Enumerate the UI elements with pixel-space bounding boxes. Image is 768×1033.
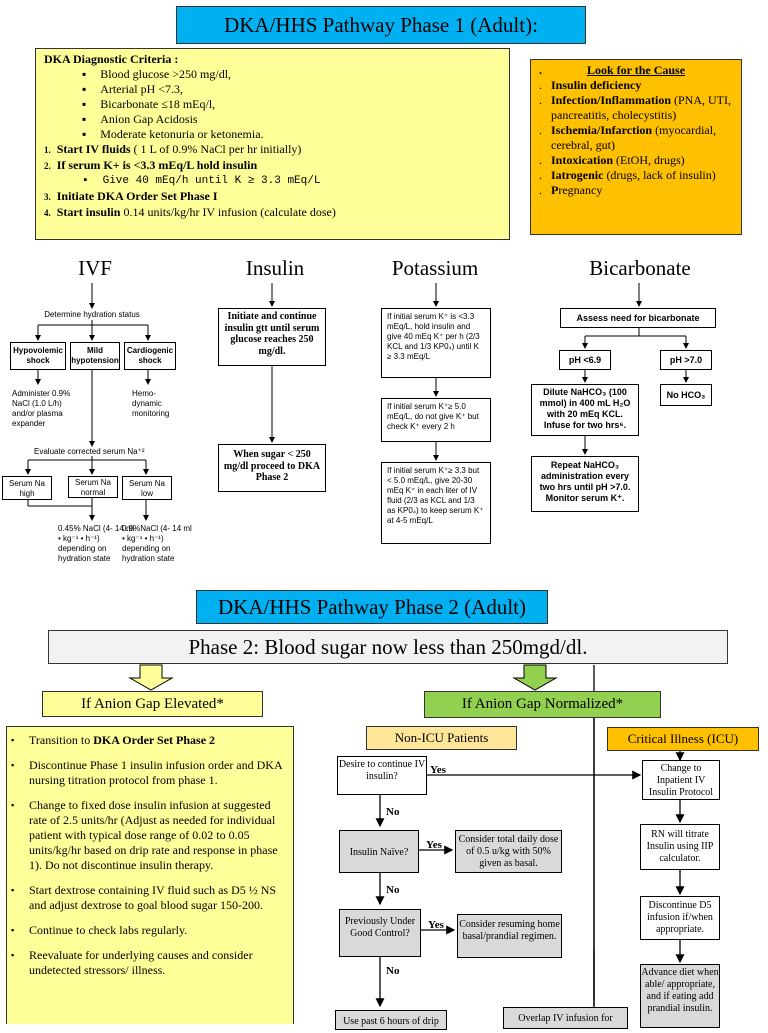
change-inpatient-box: Change to Inpatient IV Insulin Protocol — [642, 760, 720, 800]
cause-item: Infection/Inflammation (PNA, UTI, pancre… — [539, 93, 733, 123]
yes-label: Yes — [430, 764, 446, 776]
use-past-drip-box: Use past 6 hours of drip — [335, 1010, 447, 1030]
phase1-title: DKA/HHS Pathway Phase 1 (Adult): — [176, 6, 586, 44]
insulin-naive-box: Insulin Naïve? — [339, 830, 419, 873]
desire-iv-insulin-box: Desire to continue IV insulin? — [337, 756, 427, 795]
cause-title: Look for the Cause — [539, 63, 733, 78]
advance-diet-box: Advance diet when able/ appropriate, and… — [640, 964, 720, 1028]
insulin-header: Insulin — [245, 256, 305, 280]
serum-na-normal-box: Serum Na normal — [68, 476, 118, 498]
no-label: No — [386, 884, 400, 896]
elevated-actions-box: Transition to DKA Order Set Phase 2 Disc… — [6, 726, 294, 1024]
criteria-item: ▪Arterial pH <7.3, — [82, 82, 184, 96]
mild-hypotension-box: Mild hypotension — [70, 342, 120, 370]
cardiogenic-shock-box: Cardiogenic shock — [124, 342, 176, 370]
diagnostic-criteria-box: DKA Diagnostic Criteria : ▪Blood glucose… — [35, 48, 510, 240]
yes-label: Yes — [428, 919, 444, 931]
elevated-item: Transition to DKA Order Set Phase 2 — [7, 733, 285, 748]
cause-box: Look for the Cause Insulin deficiency In… — [530, 59, 742, 235]
icu-label: Critical Illness (ICU) — [607, 727, 759, 751]
anion-gap-normalized-label: If Anion Gap Normalized* — [424, 691, 661, 718]
hemodynamic-text: Hemo- dynamic monitoring — [132, 389, 170, 418]
criteria-list: ▪Blood glucose >250 mg/dl, ▪Arterial pH … — [44, 67, 501, 142]
potassium-header: Potassium — [391, 256, 479, 280]
consider-total-dose-box: Consider total daily dose of 0.5 u/kg wi… — [455, 830, 562, 873]
non-icu-label: Non-ICU Patients — [366, 726, 517, 750]
criteria-item: ▪Bicarbonate ≤18 mEq/l, — [82, 97, 216, 111]
ivf-header: IVF — [78, 256, 112, 280]
phase2-banner: Phase 2: Blood sugar now less than 250mg… — [48, 630, 728, 664]
administer-text: Administer 0.9% NaCl (1.0 L/h) and/or pl… — [12, 389, 71, 428]
no-label: No — [386, 965, 400, 977]
cause-item: Intoxication (EtOH, drugs) — [539, 153, 733, 168]
half-nacl-text: 0.45% NaCl (4- 14 ml • kg⁻¹ • h⁻¹) depen… — [58, 524, 135, 563]
step-4: 4.Start insulin 0.14 units/kg/hr IV infu… — [44, 205, 336, 219]
insulin-initiate-box: Initiate and continue insulin gtt until … — [218, 308, 326, 366]
elevated-item: Discontinue Phase 1 insulin infusion ord… — [7, 758, 285, 788]
step-1: 1.Start IV fluids ( 1 L of 0.9% NaCl per… — [44, 142, 302, 156]
arrow-down-normalized — [512, 664, 558, 691]
serum-na-high-box: Serum Na high — [2, 476, 52, 500]
consider-resume-box: Consider resuming home basal/prandial re… — [457, 914, 562, 958]
potassium-give-box: If initial serum K⁺≥ 3.3 but < 5.0 mEq/L… — [381, 462, 491, 544]
repeat-nahco3-box: Repeat NaHCO₃ administration every two h… — [531, 456, 639, 512]
cause-item: Ischemia/Infarction (myocardial, cerebra… — [539, 123, 733, 153]
step-2: 2.If serum K+ is <3.3 mEq/L hold insulin — [44, 158, 258, 172]
cause-item: Iatrogenic (drugs, lack of insulin) — [539, 168, 733, 183]
ph-low-box: pH <6.9 — [559, 350, 611, 370]
anion-gap-elevated-label: If Anion Gap Elevated* — [42, 691, 263, 717]
phase2-title: DKA/HHS Pathway Phase 2 (Adult) — [196, 590, 548, 624]
cause-item: Insulin deficiency — [539, 78, 733, 93]
criteria-item: ▪Anion Gap Acidosis — [82, 112, 198, 126]
evaluate-sodium: Evaluate corrected serum Na⁺² — [34, 447, 145, 456]
step-3: 3.Initiate DKA Order Set Phase I — [44, 189, 218, 203]
arrow-down-elevated — [128, 664, 174, 691]
step-2-sub: ▪Give 40 mEq/h until K ≥ 3.3 mEq/L — [82, 175, 321, 187]
yes-label: Yes — [426, 839, 442, 851]
cause-item: Pregnancy — [539, 183, 733, 198]
criteria-item: ▪Moderate ketonuria or ketonemia. — [82, 127, 264, 141]
assess-bicarbonate-box: Assess need for bicarbonate — [560, 308, 716, 328]
determine-hydration: Determine hydration status — [44, 310, 140, 319]
no-label: No — [386, 806, 400, 818]
serum-na-low-box: Serum Na low — [122, 476, 172, 500]
no-hco3-box: No HCO₃ — [660, 384, 712, 406]
rn-titrate-box: RN will titrate Insulin using IIP calcul… — [640, 824, 720, 870]
ph-high-box: pH >7.0 — [660, 350, 712, 370]
elevated-item: Continue to check labs regularly. — [7, 923, 285, 938]
dilute-nahco3-box: Dilute NaHCO₃ (100 mmol) in 400 mL H₂O w… — [531, 384, 639, 436]
hypovolemic-shock-box: Hypovolemic shock — [10, 342, 66, 370]
bicarbonate-header: Bicarbonate — [589, 256, 691, 280]
discontinue-d5-box: Discontinue D5 infusion if/when appropri… — [640, 896, 720, 940]
overlap-iv-box: Overlap IV infusion for — [503, 1007, 628, 1029]
elevated-item: Change to fixed dose insulin infusion at… — [7, 798, 285, 873]
elevated-item: Reevaluate for underlying causes and con… — [7, 948, 285, 978]
criteria-title: DKA Diagnostic Criteria : — [44, 52, 179, 66]
criteria-item: ▪Blood glucose >250 mg/dl, — [82, 67, 232, 81]
insulin-proceed-box: When sugar < 250 mg/dl proceed to DKA Ph… — [218, 444, 326, 492]
potassium-hold-box: If initial serum K⁺ is <3.3 mEq/L, hold … — [381, 308, 491, 378]
full-nacl-text: 0.9%NaCl (4- 14 ml • kg⁻¹ • h⁻¹) dependi… — [122, 524, 192, 563]
previously-controlled-box: Previously Under Good Control? — [339, 909, 421, 957]
potassium-check-box: If initial serum K⁺≥ 5.0 mEq/L, do not g… — [381, 398, 491, 442]
elevated-item: Start dextrose containing IV fluid such … — [7, 883, 285, 913]
